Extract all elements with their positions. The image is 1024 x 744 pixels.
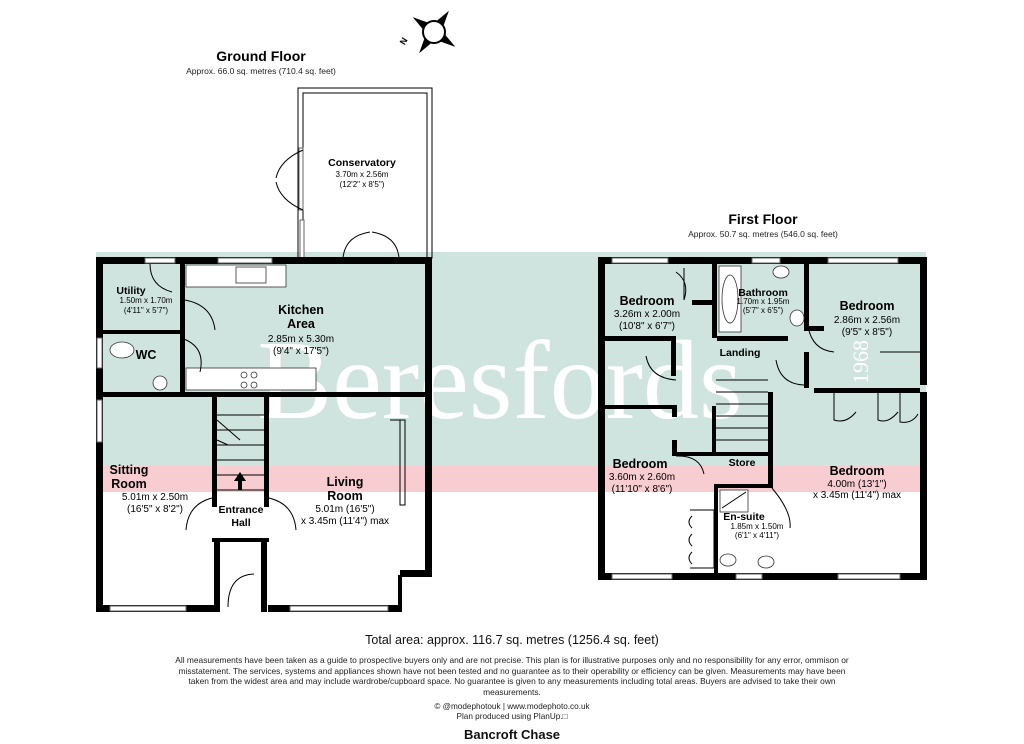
room-dimensions-imperial: (9'5" x 8'5") <box>842 327 892 338</box>
room-name: Utility <box>116 285 145 297</box>
room-dimensions-metric: 4.00m (13'1") <box>827 479 886 490</box>
room-dimensions-metric: 1.85m x 1.50m <box>731 522 784 531</box>
room-name: Living <box>327 475 364 489</box>
room-name: Sitting <box>110 463 149 477</box>
room-dimensions-imperial: (12'2" x 8'5") <box>340 180 385 189</box>
room-dimensions-metric: 3.70m x 2.56m <box>336 170 389 179</box>
room-wc: WC <box>136 348 157 362</box>
room-sitting: Sitting Room 5.01m x 2.50m (16'5" x 8'2"… <box>110 463 189 515</box>
room-name: Conservatory <box>328 157 396 169</box>
room-dimensions-metric: 1.50m x 1.70m <box>120 296 173 305</box>
first-floor-title: First Floor <box>728 211 798 227</box>
compass-north-label: N <box>398 36 410 47</box>
watermark-stripe <box>96 466 926 492</box>
room-name: Bedroom <box>613 457 668 471</box>
watermark-band <box>96 252 926 468</box>
room-name: Bedroom <box>840 299 895 313</box>
ground-floor-plan <box>96 87 433 612</box>
room-entrance-hall: Entrance Hall <box>219 504 264 529</box>
room-bedroom-1: Bedroom 3.26m x 2.00m (10'8" x 6'7") <box>614 294 680 332</box>
first-floor-plan <box>598 257 927 580</box>
ground-floor-title: Ground Floor <box>216 48 306 64</box>
room-dimensions-metric: 1.70m x 1.95m <box>737 297 790 306</box>
room-dimensions-imperial: (9'4" x 17'5") <box>273 346 329 357</box>
room-name: Bedroom <box>830 464 885 478</box>
room-en-suite: En-suite 1.85m x 1.50m (6'1" x 4'11") <box>723 511 784 540</box>
room-bedroom-3: Bedroom 3.60m x 2.60m (11'10" x 8'6") <box>609 457 675 495</box>
room-dimensions-imperial: x 3.45m (11'4") max <box>813 490 901 501</box>
room-dimensions-imperial: (4'11" x 5'7") <box>124 306 168 315</box>
room-conservatory: Conservatory 3.70m x 2.56m (12'2" x 8'5"… <box>328 157 396 189</box>
room-bedroom-2: Bedroom 2.86m x 2.56m (9'5" x 8'5") <box>834 299 900 338</box>
room-dimensions-metric: 2.85m x 5.30m <box>268 334 334 345</box>
ground-stairs <box>216 414 264 491</box>
credits: © @modephotouk | www.modephoto.co.uk Pla… <box>170 702 854 722</box>
room-dimensions-metric: 3.60m x 2.60m <box>609 472 675 483</box>
room-dimensions-metric: 5.01m (16'5") <box>315 504 374 515</box>
room-bedroom-4: Bedroom 4.00m (13'1") x 3.45m (11'4") ma… <box>813 464 901 501</box>
room-name: En-suite <box>723 511 765 523</box>
room-dimensions-imperial: (11'10" x 8'6") <box>612 484 673 495</box>
room-dimensions-imperial: x 3.45m (11'4") max <box>301 516 389 527</box>
room-dimensions-metric: 2.86m x 2.56m <box>834 315 900 326</box>
ground-floor-area: Approx. 66.0 sq. metres (710.4 sq. feet) <box>186 66 336 76</box>
room-name-line2: Hall <box>231 517 250 529</box>
room-name-line2: Area <box>287 317 316 331</box>
credits-planup: Plan produced using PlanUp.□ <box>456 712 568 721</box>
room-living: Living Room 5.01m (16'5") x 3.45m (11'4"… <box>301 475 389 527</box>
room-dimensions-imperial: (5'7" x 6'5") <box>743 306 784 315</box>
room-dimensions-metric: 3.26m x 2.00m <box>614 309 680 320</box>
room-kitchen: Kitchen Area 2.85m x 5.30m (9'4" x 17'5"… <box>268 303 334 357</box>
room-name: Kitchen <box>278 303 324 317</box>
room-utility: Utility 1.50m x 1.70m (4'11" x 5'7") <box>116 285 172 315</box>
stairs-up-arrow-icon <box>234 472 246 490</box>
room-dimensions-imperial: (10'8" x 6'7") <box>619 321 675 332</box>
compass-icon: N <box>398 10 456 54</box>
total-area: Total area: approx. 116.7 sq. metres (12… <box>365 633 659 647</box>
room-name-line2: Room <box>327 489 362 503</box>
room-name: Bathroom <box>738 287 788 299</box>
room-bathroom: Bathroom 1.70m x 1.95m (5'7" x 6'5") <box>737 287 790 315</box>
room-store: Store <box>729 457 756 469</box>
first-floor-area: Approx. 50.7 sq. metres (546.0 sq. feet) <box>688 229 838 239</box>
room-name: Bedroom <box>620 294 675 308</box>
disclaimer-text: All measurements have been taken as a gu… <box>175 655 849 697</box>
watermark-est: 1968 <box>848 340 873 384</box>
credits-photographer: © @modephotouk | www.modephoto.co.uk <box>434 702 590 711</box>
room-dimensions-imperial: (6'1" x 4'11") <box>735 531 779 540</box>
room-name: Entrance <box>219 504 264 516</box>
room-landing: Landing <box>720 347 761 359</box>
room-dimensions-metric: 5.01m x 2.50m <box>122 492 188 503</box>
property-name: Bancroft Chase <box>463 727 561 742</box>
room-dimensions-imperial: (16'5" x 8'2") <box>127 504 183 515</box>
room-name-line2: Room <box>111 477 146 491</box>
